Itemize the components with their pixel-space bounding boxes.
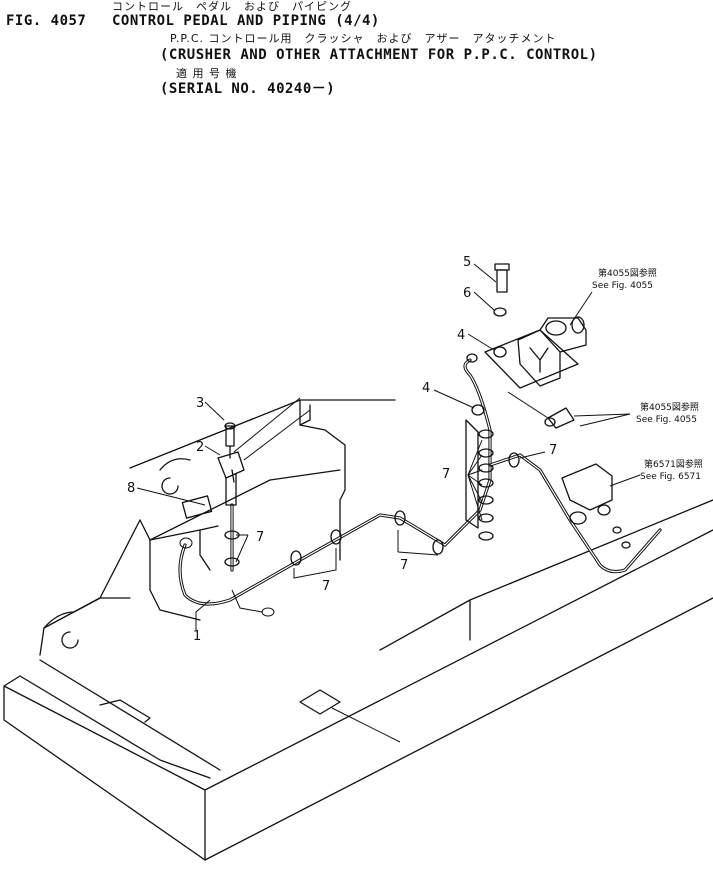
reference-jp-2: 第4055図参照: [640, 401, 699, 413]
frame-structure: [3, 399, 713, 861]
callout-5: 5: [463, 255, 471, 270]
subtitle-jp: P.P.C. コントロール用 クラッシャ および アザー アタッチメント: [170, 32, 557, 45]
callout-2: 2: [196, 440, 204, 455]
serial-jp: 適 用 号 機: [176, 67, 238, 80]
fig-number: FIG. 4057: [6, 13, 87, 29]
title-en: CONTROL PEDAL AND PIPING (4/4): [112, 13, 380, 29]
reference-en-2: See Fig. 4055: [636, 415, 697, 425]
subtitle-en: (CRUSHER AND OTHER ATTACHMENT FOR P.P.C.…: [160, 47, 598, 63]
reference-en-3: See Fig. 6571: [640, 472, 701, 482]
clamp-group: [224, 404, 520, 567]
serial-en: (SERIAL NO. 40240－): [160, 81, 336, 97]
callout-7-mid: 7: [322, 579, 330, 594]
valve-assembly: [466, 263, 631, 549]
reference-jp-3: 第6571図参照: [644, 458, 703, 470]
callout-6: 6: [463, 286, 471, 301]
callout-4b: 4: [422, 381, 430, 396]
callout-3: 3: [196, 396, 204, 411]
callout-7-riser: 7: [442, 467, 450, 482]
reference-jp-1: 第4055図参照: [598, 267, 657, 279]
title-jp: コントロール ペダル および パイピング: [112, 0, 352, 13]
callout-4a: 4: [457, 328, 465, 343]
callouts: 1 2 3 4 4 5 6 7 7 7 7 7 7 8: [127, 255, 557, 644]
pedal-switch: [181, 422, 245, 519]
reference-en-1: See Fig. 4055: [592, 281, 653, 291]
callout-7-tube: 7: [400, 558, 408, 573]
callout-7-pedal: 7: [256, 530, 264, 545]
leader-lines: [136, 263, 641, 630]
callout-8: 8: [127, 481, 135, 496]
callout-7-right: 7: [549, 443, 557, 458]
hose-line: [178, 358, 662, 617]
figure-references: 第4055図参照 See Fig. 4055 第4055図参照 See Fig.…: [592, 267, 703, 482]
callout-1: 1: [193, 629, 201, 644]
